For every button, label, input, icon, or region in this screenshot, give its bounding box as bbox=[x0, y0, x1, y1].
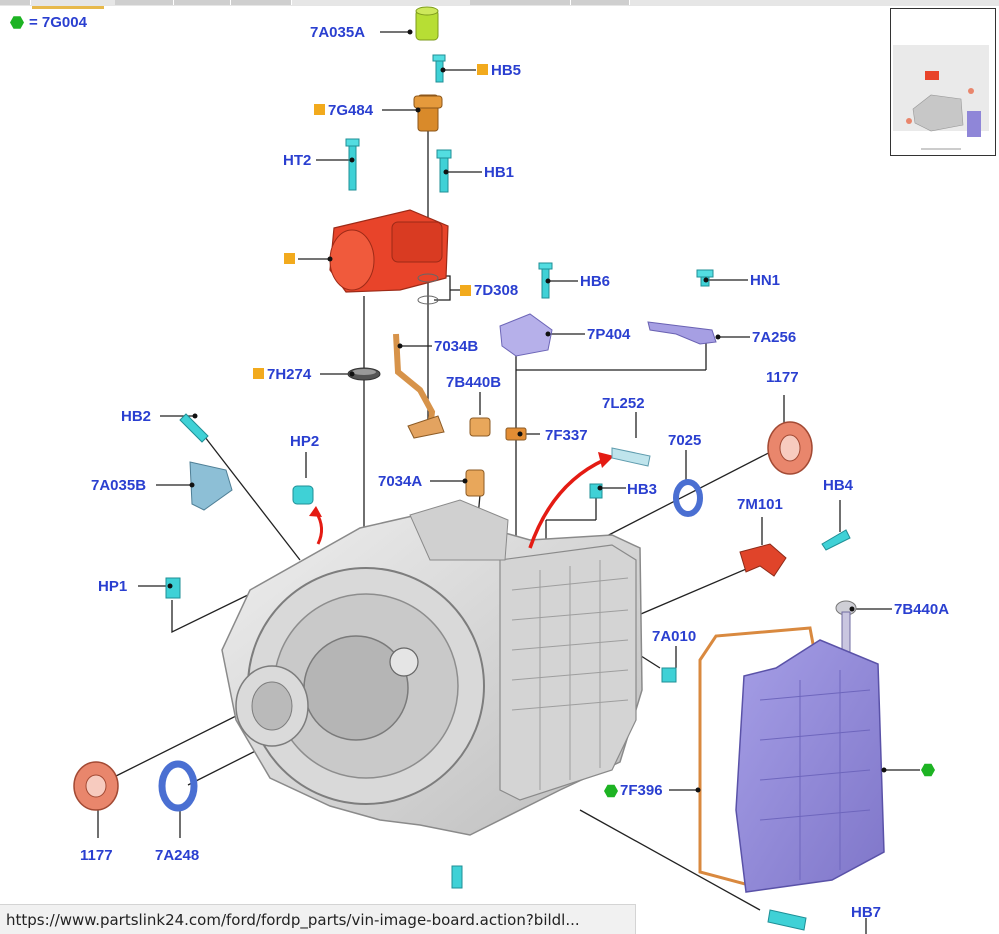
overview-thumbnail[interactable] bbox=[890, 8, 996, 156]
part-label-hb2[interactable]: HB2 bbox=[121, 408, 152, 425]
orange-square-marker bbox=[314, 104, 325, 115]
valve-body-pan[interactable] bbox=[735, 639, 885, 893]
part-label-7m101[interactable]: 7M101 bbox=[737, 496, 783, 513]
lever-7a256[interactable] bbox=[647, 321, 717, 345]
plug-hp1[interactable] bbox=[165, 577, 181, 599]
part-label-1177-top[interactable]: 1177 bbox=[766, 369, 799, 386]
bolt-bottom[interactable] bbox=[451, 865, 463, 889]
part-label-hb6[interactable]: HB6 bbox=[580, 273, 611, 290]
part-label-7h274[interactable]: 7H274 bbox=[267, 366, 312, 383]
part-label-hb5[interactable]: HB5 bbox=[491, 62, 522, 79]
bolt-hb7[interactable] bbox=[767, 909, 807, 931]
tab-segment[interactable] bbox=[231, 0, 292, 5]
status-bar-url: https://www.partslink24.com/ford/fordp_p… bbox=[0, 904, 636, 934]
part-label-7b440b[interactable]: 7B440B bbox=[446, 374, 502, 391]
tab-segment[interactable] bbox=[470, 0, 571, 5]
tab-segment[interactable] bbox=[571, 0, 630, 5]
part-label-7f396[interactable]: 7F396 bbox=[620, 782, 663, 799]
part-label-1177-bottom[interactable]: 1177 bbox=[80, 847, 113, 864]
tube-7034b[interactable] bbox=[393, 333, 445, 439]
part-label-hb1[interactable]: HB1 bbox=[484, 164, 515, 181]
solenoid-7a035a[interactable] bbox=[415, 6, 439, 41]
part-label-7f337[interactable]: 7F337 bbox=[545, 427, 588, 444]
bracket-7m101[interactable] bbox=[739, 543, 787, 577]
bolt-hb4[interactable] bbox=[821, 529, 851, 551]
tab-segment[interactable] bbox=[115, 0, 174, 5]
part-label-7g484[interactable]: 7G484 bbox=[328, 102, 374, 119]
part-label-7b440a[interactable]: 7B440A bbox=[894, 601, 950, 618]
bolt-hb2[interactable] bbox=[179, 413, 209, 443]
thumbnail-preview bbox=[893, 45, 989, 150]
orange-square-marker bbox=[284, 253, 295, 264]
browser-tab-strip bbox=[0, 0, 999, 9]
part-7g484[interactable] bbox=[413, 94, 443, 132]
seal-7h274[interactable] bbox=[347, 367, 381, 381]
spring-7l252[interactable] bbox=[611, 447, 651, 467]
part-label-7034b[interactable]: 7034B bbox=[434, 338, 479, 355]
part-label-hb7[interactable]: HB7 bbox=[851, 904, 882, 921]
plug-hp2[interactable] bbox=[292, 485, 314, 505]
part-label-7p404[interactable]: 7P404 bbox=[587, 326, 631, 343]
seal-1177-bottom[interactable] bbox=[73, 761, 119, 811]
bolt-ht2[interactable] bbox=[345, 138, 360, 191]
ring-7a248[interactable] bbox=[158, 760, 198, 812]
part-label-7a010[interactable]: 7A010 bbox=[652, 628, 697, 645]
active-tab-indicator bbox=[32, 6, 104, 9]
orange-square-marker bbox=[253, 368, 264, 379]
part-7f337[interactable] bbox=[505, 427, 527, 441]
legend-text: = 7G004 bbox=[29, 14, 87, 31]
part-label-7a256[interactable]: 7A256 bbox=[752, 329, 797, 346]
part-7034a[interactable] bbox=[465, 469, 485, 497]
part-label-hb4[interactable]: HB4 bbox=[823, 477, 854, 494]
pump-assembly[interactable] bbox=[329, 209, 449, 293]
part-label-hn1[interactable]: HN1 bbox=[750, 272, 781, 289]
bracket-7p404[interactable] bbox=[499, 313, 553, 357]
bracket-7a035b[interactable] bbox=[189, 461, 233, 511]
legend: = 7G004 bbox=[10, 14, 87, 31]
tab-segment[interactable] bbox=[174, 0, 231, 5]
part-7b440b[interactable] bbox=[469, 417, 491, 437]
part-label-ht2[interactable]: HT2 bbox=[283, 152, 312, 169]
sensor-7a010[interactable] bbox=[661, 667, 677, 683]
green-hexagon-marker bbox=[921, 763, 935, 777]
part-label-hb3[interactable]: HB3 bbox=[627, 481, 658, 498]
orange-square-marker bbox=[460, 285, 471, 296]
part-label-7a035a[interactable]: 7A035A bbox=[310, 24, 366, 41]
o-ring-7d308[interactable] bbox=[417, 273, 439, 305]
tab-segment[interactable] bbox=[0, 0, 31, 5]
part-label-7d308[interactable]: 7D308 bbox=[474, 282, 519, 299]
leader-dots bbox=[167, 29, 887, 793]
part-label-7l252[interactable]: 7L252 bbox=[602, 395, 645, 412]
green-hexagon-icon bbox=[10, 16, 24, 29]
transmission-housing bbox=[221, 499, 643, 836]
ring-7025[interactable] bbox=[673, 479, 703, 517]
part-label-7034a[interactable]: 7034A bbox=[378, 473, 423, 490]
seal-1177-top[interactable] bbox=[767, 421, 813, 475]
part-label-hp1[interactable]: HP1 bbox=[98, 578, 128, 595]
part-label-7a248[interactable]: 7A248 bbox=[155, 847, 200, 864]
green-hexagon-marker bbox=[604, 784, 618, 798]
orange-square-marker bbox=[477, 64, 488, 75]
part-label-7a035b[interactable]: 7A035B bbox=[91, 477, 147, 494]
part-label-hp2[interactable]: HP2 bbox=[290, 433, 320, 450]
part-label-7025[interactable]: 7025 bbox=[668, 432, 702, 449]
